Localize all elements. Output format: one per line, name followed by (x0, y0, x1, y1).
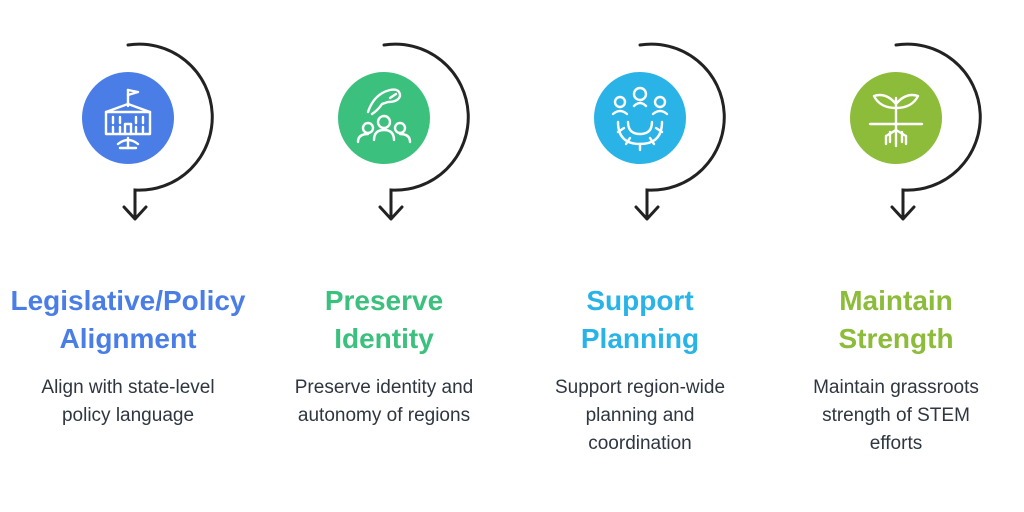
arrow-ring-icon (122, 42, 214, 221)
step-description-line: Support region-wide (554, 377, 726, 398)
step-support-planning: Support Planning Support region-wide pla… (512, 0, 768, 512)
step-description: Support region-wide planning and coordin… (522, 374, 758, 458)
step-title: Support Planning (512, 282, 768, 358)
step-description-line: policy language (61, 405, 195, 426)
step-description-line: coordination (588, 433, 692, 454)
step-badge (256, 0, 512, 240)
step-description-line: autonomy of regions (297, 405, 471, 426)
step-title-line: Support (586, 285, 694, 316)
step-description-line: Align with state-level (41, 377, 215, 398)
step-badge (512, 0, 768, 240)
step-description: Maintain grassroots strength of STEM eff… (778, 374, 1014, 458)
step-description: Align with state-level policy language (10, 374, 246, 430)
step-title-line: Legislative/Policy (10, 285, 246, 316)
step-title: Maintain Strength (768, 282, 1024, 358)
step-description-line: strength of STEM (822, 405, 970, 426)
step-description: Preserve identity and autonomy of region… (266, 374, 502, 430)
step-description-line: efforts (869, 433, 923, 454)
step-title-line: Planning (580, 323, 700, 354)
step-title-line: Strength (838, 323, 954, 354)
step-maintain-strength: Maintain Strength Maintain grassroots st… (768, 0, 1024, 512)
team-gear-icon (594, 72, 686, 164)
step-badge (768, 0, 1024, 240)
community-hand-icon (338, 72, 430, 164)
step-description-line: Preserve identity and (294, 377, 474, 398)
government-building-icon (82, 72, 174, 164)
step-title-line: Alignment (59, 323, 197, 354)
step-title: Legislative/Policy Alignment (0, 282, 256, 358)
sprout-roots-icon (850, 72, 942, 164)
step-preserve-identity: Preserve Identity Preserve identity and … (256, 0, 512, 512)
arrow-ring-icon (378, 42, 470, 221)
step-title-line: Maintain (839, 285, 953, 316)
step-description-line: planning and (585, 405, 695, 426)
step-title-line: Identity (334, 323, 434, 354)
arrow-ring-icon (890, 42, 982, 221)
step-legislative-policy-alignment: Legislative/Policy Alignment Align with … (0, 0, 256, 512)
step-description-line: Maintain grassroots (813, 377, 979, 398)
step-title: Preserve Identity (256, 282, 512, 358)
step-badge (0, 0, 256, 240)
step-title-line: Preserve (324, 285, 444, 316)
arrow-ring-icon (634, 42, 726, 221)
